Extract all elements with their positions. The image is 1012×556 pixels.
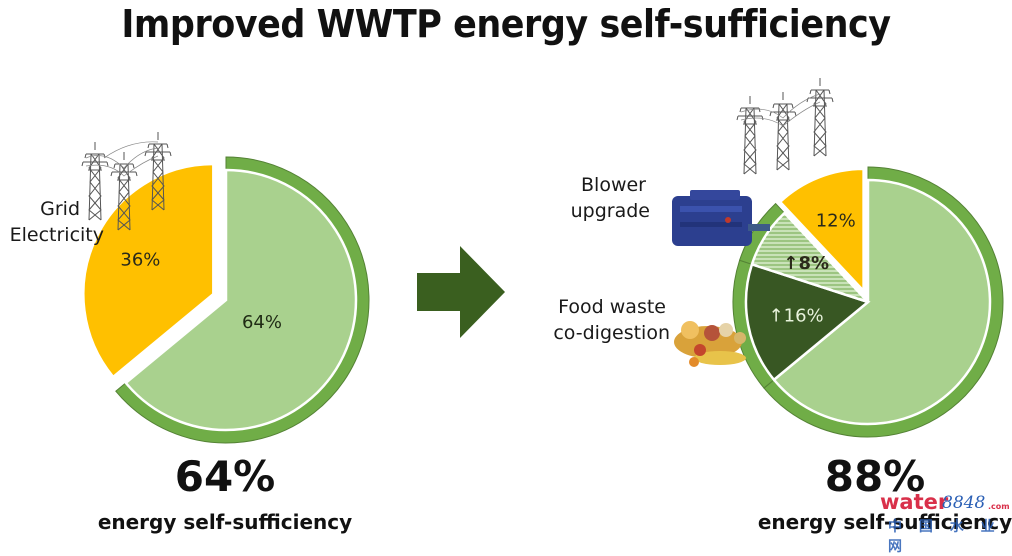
watermark: water 8848 .com 中 国 水 业 网 (880, 490, 1012, 555)
label-line: Electricity (9, 224, 104, 246)
page-title: Improved WWTP energy self-sufficiency (121, 2, 891, 46)
label-blower-upgrade: Blower upgrade (540, 172, 650, 224)
caption-before: energy self-sufficiency (97, 510, 353, 534)
pie-slice-grid-electricity: 36% (82, 162, 215, 379)
pie-slice-shape (772, 178, 992, 426)
label-line: Blower (581, 174, 646, 196)
pie-slice-blower-upgrade: ↑8% (738, 202, 869, 304)
pie-slice-self-sufficient (115, 156, 370, 444)
headline-before: 64% (174, 452, 276, 501)
pie-slice-shape (82, 162, 215, 379)
chart-canvas: 36% 64% ↑16% ↑8% 12% (81, 77, 1004, 444)
watermark-chinese: 中 国 水 业 网 (888, 519, 1001, 555)
pie-slice-label: ↑8% (783, 253, 829, 274)
pie-slice-shape (778, 167, 865, 294)
pie-slice-label: 36% (120, 250, 160, 271)
pie-before: 36% 64% (82, 156, 370, 444)
pie-after: ↑16% ↑8% 12% (732, 166, 1004, 438)
power-pylons-icon-right (736, 77, 834, 175)
label-food-waste: Food waste co-digestion (520, 294, 670, 346)
pie-slice-label: 12% (816, 211, 856, 232)
label-line: Food waste (558, 296, 666, 318)
pie-slice-grid-electricity: 12% (778, 167, 865, 294)
pie-slice-shape (750, 211, 869, 304)
food-waste-icon (674, 321, 746, 367)
label-line: co-digestion (553, 322, 670, 344)
pie-slice-label: ↑16% (769, 306, 824, 327)
watermark-brand: water (880, 490, 949, 514)
caption-after: energy self-sufficiency (757, 510, 1012, 534)
blower-machine-icon (672, 190, 770, 246)
watermark-number: 8848 (942, 493, 986, 513)
pie-slice-shape (124, 168, 358, 432)
label-grid-electricity: Grid Electricity (0, 196, 104, 248)
headline-after: 88% (824, 452, 926, 501)
right-arrow-icon (417, 246, 505, 338)
watermark-domain: .com (988, 502, 1010, 511)
power-pylons-icon-left (81, 131, 172, 231)
pie-slice-label-main: 64% (242, 312, 282, 333)
label-line: Grid (40, 198, 80, 220)
label-line: upgrade (570, 200, 650, 222)
